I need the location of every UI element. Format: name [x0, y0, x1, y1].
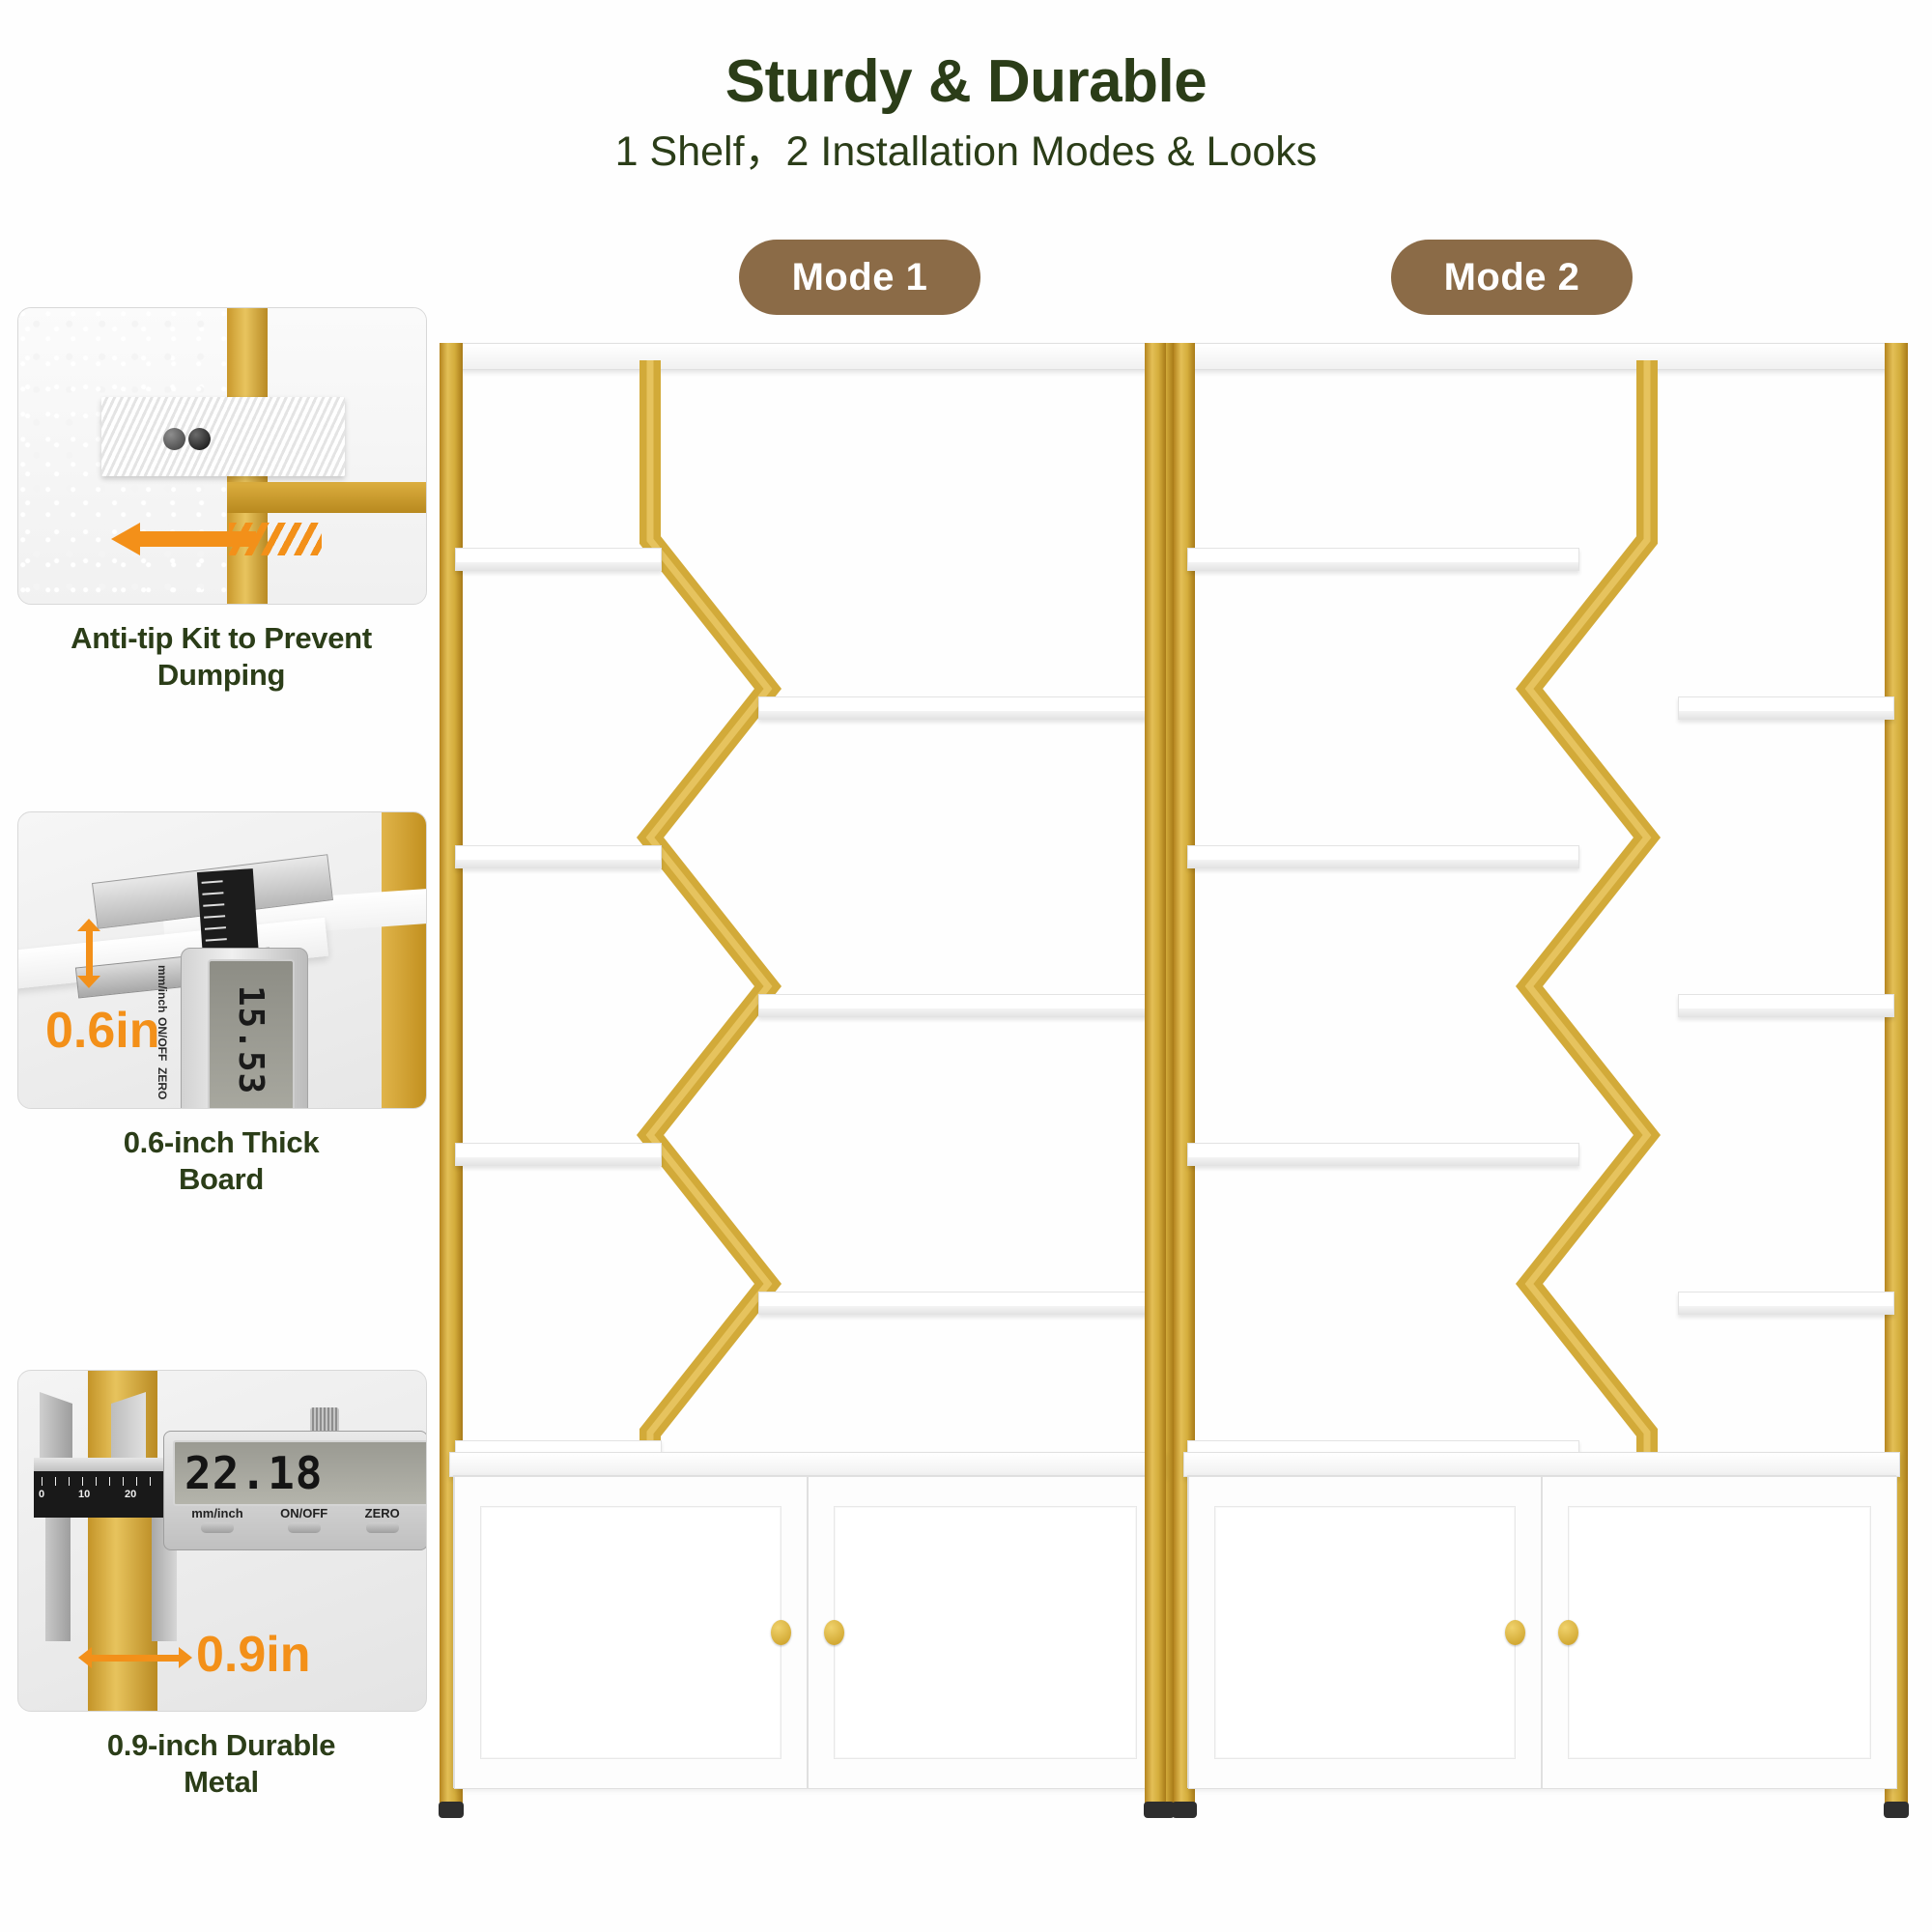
caliper-btn-mm-inch: mm/inch [191, 1506, 243, 1533]
cabinet-deck [1183, 1452, 1900, 1477]
zigzag-divider [1515, 360, 1662, 1452]
shelf-right-3 [1678, 994, 1894, 1017]
cabinet-door-right[interactable] [1542, 1476, 1897, 1789]
gold-post-edge [382, 812, 426, 1108]
door-knob-right[interactable] [824, 1620, 844, 1645]
zigzag-divider [636, 360, 782, 1452]
caliper-reading: 15.53 [231, 984, 271, 1094]
left-post-inner [1174, 343, 1195, 1804]
top-board [447, 343, 1168, 370]
door-panel [480, 1506, 781, 1759]
anti-tip-strap-photo [17, 307, 427, 605]
mode-2-badge: Mode 2 [1391, 240, 1633, 315]
shelf-right-4 [1678, 1292, 1894, 1315]
shelf-left-2 [1187, 548, 1579, 571]
caption-line-1: 0.6-inch Thick [123, 1125, 320, 1159]
mode-1-badge: Mode 1 [739, 240, 980, 315]
shelf-right-2 [758, 696, 1160, 720]
horizontal-measure-arrow-icon [78, 1647, 192, 1668]
feature-caption-anti-tip: Anti-tip Kit to Prevent Dumping [17, 620, 425, 694]
bookshelf-unit-mode-2 [1144, 343, 1909, 1860]
cabinet [1187, 1475, 1897, 1789]
feature-caption-board: 0.6-inch Thick Board [17, 1124, 425, 1198]
measurement-label-0-9in: 0.9in [196, 1627, 311, 1683]
foot-right [1884, 1802, 1909, 1818]
caliper-btn-zero: ZERO [365, 1506, 400, 1533]
feature-board-thickness: mm/inch ON/OFF ZERO 15.53 0.6in 0.6-inch… [17, 811, 427, 1198]
feature-caption-metal: 0.9-inch Durable Metal [17, 1727, 425, 1801]
left-post-outer [1145, 343, 1166, 1804]
top-board [1181, 343, 1902, 370]
scale-number-20: 20 [125, 1489, 137, 1500]
gold-rail [227, 482, 426, 513]
shelf-right-3 [758, 994, 1160, 1017]
left-arrow-icon [111, 523, 256, 555]
scale-number-0: 0 [39, 1489, 45, 1500]
caliper-board-photo: mm/inch ON/OFF ZERO 15.53 0.6in [17, 811, 427, 1109]
cabinet-door-left[interactable] [454, 1476, 808, 1789]
caption-line-2: Board [178, 1161, 265, 1196]
caliper-lower-jaw-left [45, 1518, 71, 1641]
header: Sturdy & Durable 1 Shelf，2 Installation … [0, 0, 1932, 177]
caliper-btn-label: mm/inch [191, 1506, 243, 1520]
door-knob-right[interactable] [1558, 1620, 1578, 1645]
anti-tip-strap [101, 397, 345, 476]
shelf-left-2 [455, 548, 662, 571]
door-knob-left[interactable] [771, 1620, 791, 1645]
shelf-left-3 [1187, 845, 1579, 868]
caliper-button-labels: mm/inch ON/OFF ZERO [156, 959, 208, 1108]
caption-line-2: Metal [184, 1764, 259, 1799]
measurement-label-0-6in: 0.6in [45, 1003, 160, 1059]
cabinet-deck [449, 1452, 1166, 1477]
shelf-right-2 [1678, 696, 1894, 720]
page-subtitle: 1 Shelf，2 Installation Modes & Looks [614, 128, 1318, 176]
caliper-reading: 22.18 [185, 1447, 324, 1499]
page-title: Sturdy & Durable [724, 48, 1208, 115]
vertical-measure-arrow-icon [74, 919, 103, 988]
caliper-metal-photo: 0 10 20 22.18 mm/inch ON/OFF ZERO [17, 1370, 427, 1712]
foot-left-inner [1172, 1802, 1197, 1818]
feature-metal-thickness: 0 10 20 22.18 mm/inch ON/OFF ZERO [17, 1370, 427, 1801]
door-knob-left[interactable] [1505, 1620, 1525, 1645]
bookshelf-unit-mode-1 [439, 343, 1175, 1860]
foot-left [1144, 1802, 1169, 1818]
shelf-left-3 [455, 845, 662, 868]
scale-number-10: 10 [78, 1489, 91, 1500]
caption-line-1: Anti-tip Kit to Prevent [71, 621, 372, 655]
caliper-thumbwheel-icon [310, 1407, 339, 1433]
shelf-right-4 [758, 1292, 1160, 1315]
feature-anti-tip: Anti-tip Kit to Prevent Dumping [17, 307, 427, 694]
screw-head-icon [188, 428, 211, 450]
caption-line-2: Dumping [156, 657, 286, 692]
door-panel [1568, 1506, 1871, 1759]
caliper-btn-on-off: ON/OFF [280, 1506, 327, 1533]
cabinet-door-left[interactable] [1188, 1476, 1542, 1789]
caption-line-1: 0.9-inch Durable [106, 1728, 336, 1762]
cabinet-door-right[interactable] [808, 1476, 1163, 1789]
shelf-left-4 [455, 1143, 662, 1166]
caliper-scale-ticks: 0 10 20 [36, 1475, 179, 1516]
caliper-btn-label: ZERO [364, 1506, 400, 1520]
caliper-btn-zero: ZERO [156, 1067, 169, 1100]
cabinet [453, 1475, 1163, 1789]
caliper-lcd: 22.18 [173, 1440, 426, 1506]
caliper-btn-label: ON/OFF [280, 1506, 328, 1520]
door-panel [1214, 1506, 1516, 1759]
foot-left [439, 1802, 464, 1818]
door-panel [834, 1506, 1137, 1759]
caliper-buttons: mm/inch ON/OFF ZERO [173, 1506, 418, 1533]
screw-icon [163, 428, 185, 450]
caliper-lcd: 15.53 [208, 959, 295, 1108]
caliper-scale-block [34, 1471, 181, 1518]
shelf-left-4 [1187, 1143, 1579, 1166]
